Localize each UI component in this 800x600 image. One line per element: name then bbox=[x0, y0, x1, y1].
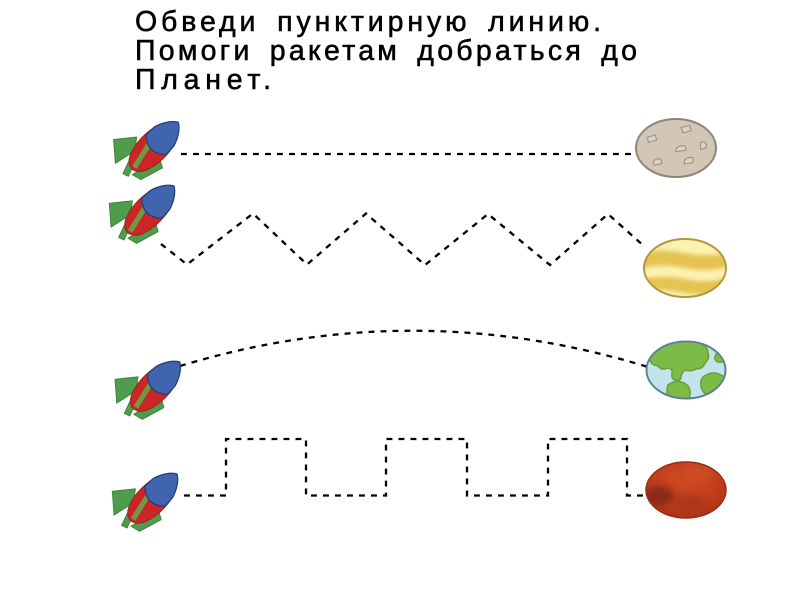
svg-text:Планет.: Планет. bbox=[135, 64, 271, 96]
svg-text:Обведи пунктирную линию.: Обведи пунктирную линию. bbox=[135, 6, 601, 38]
svg-text:Помоги ракетам добраться до: Помоги ракетам добраться до bbox=[135, 35, 637, 67]
